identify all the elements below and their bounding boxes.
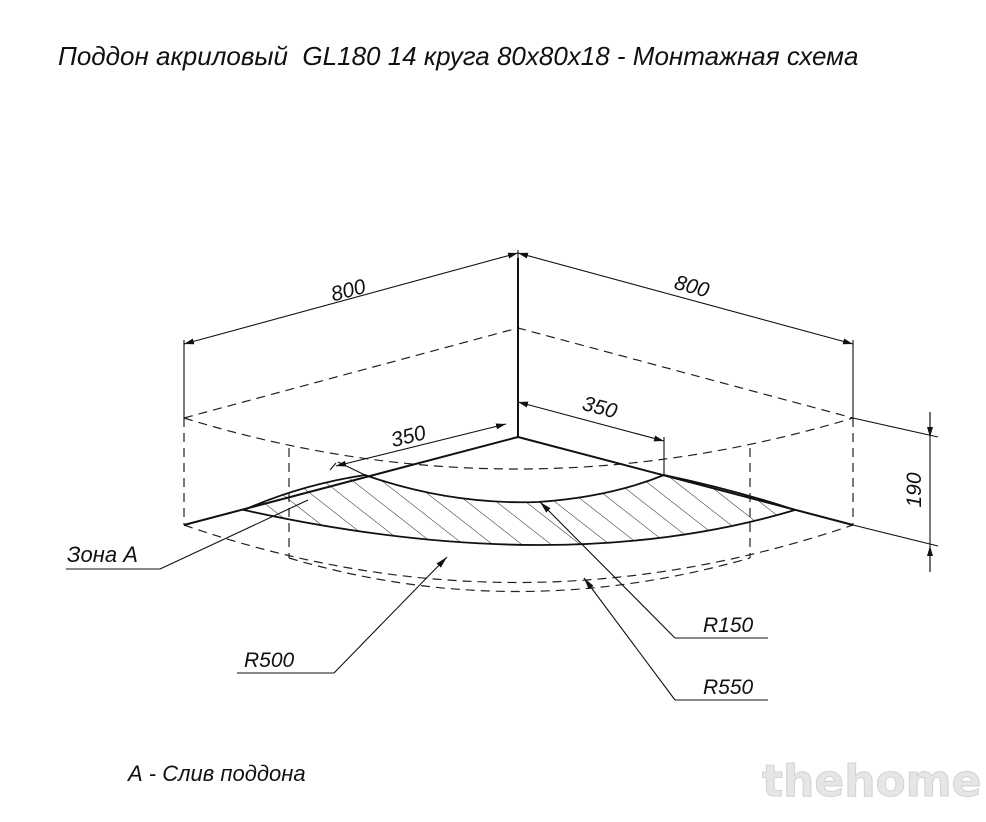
callout-r500: R500: [237, 556, 448, 674]
callout-r550: R550: [583, 577, 768, 701]
dim-label-350-left: 350: [389, 421, 429, 452]
label-r550: R550: [703, 676, 754, 699]
watermark-logo: thehome: [762, 756, 981, 807]
zone-a-hatch: [241, 474, 798, 546]
callout-zone-a: Зона А: [66, 499, 309, 570]
dim-width-left: 800: [183, 250, 519, 418]
dim-label-190: 190: [903, 472, 926, 507]
dim-label-350-right: 350: [580, 392, 620, 423]
callout-r150: R150: [539, 501, 768, 639]
dim-label-800-right: 800: [672, 271, 712, 302]
legend-drain: А - Слив поддона: [126, 761, 306, 786]
dim-width-right: 800: [517, 252, 854, 418]
label-r500: R500: [244, 649, 295, 672]
dim-label-800-left: 800: [328, 275, 368, 306]
label-r150: R150: [703, 614, 754, 637]
label-zone-a: Зона А: [67, 542, 138, 567]
dim-offset-left: 350: [329, 421, 507, 476]
diagram-title: Поддон акриловый GL180 14 круга 80x80x18…: [58, 41, 858, 71]
dim-offset-right: 350: [517, 392, 665, 475]
dim-height: 190: [852, 412, 939, 572]
